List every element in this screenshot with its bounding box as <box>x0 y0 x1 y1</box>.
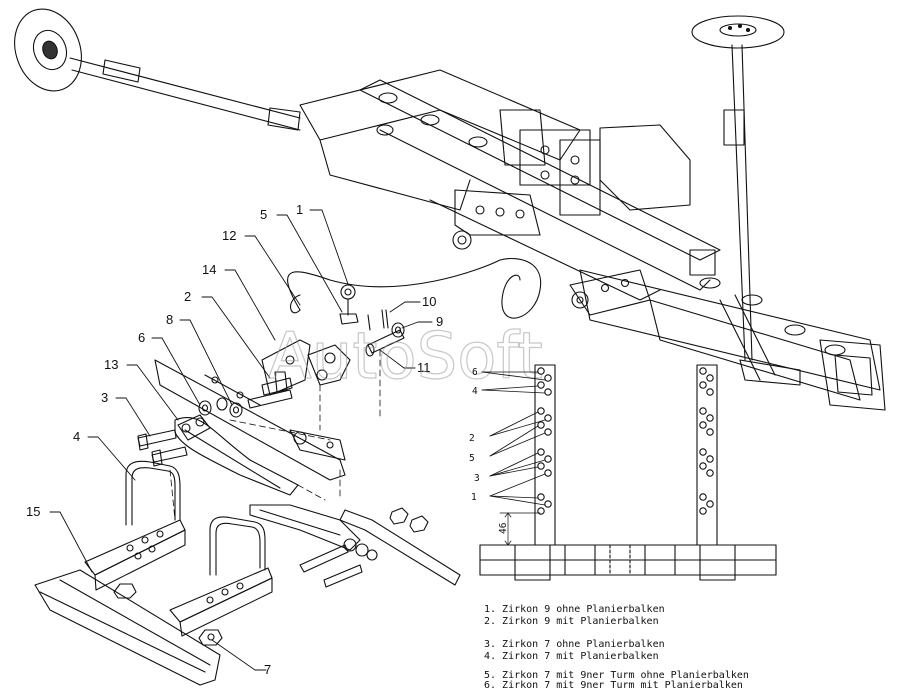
callout-4: 4 <box>73 429 80 444</box>
callout-1: 1 <box>296 202 303 217</box>
dimension-46: 46 <box>498 522 509 534</box>
legend-item-2: 2. Zirkon 9 mit Planierbalken <box>484 616 659 627</box>
callout-labels: 1 2 3 4 5 6 7 8 9 10 11 12 13 14 15 <box>26 202 443 677</box>
legend-item-3: 3. Zirkon 7 ohne Planierbalken <box>484 639 665 650</box>
assembly-guides <box>169 349 381 521</box>
marker-disc <box>691 15 785 361</box>
left-wheel-disc <box>14 8 82 92</box>
detail-label-4: 4 <box>472 386 478 397</box>
detail-label-1: 1 <box>471 492 477 503</box>
callout-leaders <box>49 209 433 671</box>
detail-label-2: 2 <box>469 433 475 444</box>
link-arms <box>137 359 346 496</box>
callout-8: 8 <box>166 312 173 327</box>
callout-11: 11 <box>417 360 431 375</box>
cable <box>287 257 542 319</box>
detail-label-5: 5 <box>469 453 475 464</box>
callout-10: 10 <box>422 294 436 309</box>
callout-14: 14 <box>202 262 216 277</box>
lower-assembly <box>34 460 461 686</box>
callout-7: 7 <box>264 662 271 677</box>
callout-5: 5 <box>260 207 267 222</box>
detail-label-6: 6 <box>472 367 478 378</box>
legend-item-4: 4. Zirkon 7 mit Planierbalken <box>484 651 659 662</box>
callout-12: 12 <box>222 228 236 243</box>
callout-15: 15 <box>26 504 40 519</box>
legend-item-1: 1. Zirkon 9 ohne Planierbalken <box>484 604 665 615</box>
legend-item-6: 6. Zirkon 7 mit 9ner Turm mit Planierbal… <box>484 680 743 691</box>
machine-frame <box>14 8 886 411</box>
watermark: AutoSoft <box>268 320 543 394</box>
mounting-detail: 6 4 2 5 3 1 46 <box>469 364 777 581</box>
callout-2: 2 <box>184 289 191 304</box>
callout-13: 13 <box>104 357 118 372</box>
callout-6: 6 <box>138 330 145 345</box>
bracket-assembly <box>261 284 405 396</box>
legend-item-5: 5. Zirkon 7 mit 9ner Turm ohne Planierba… <box>484 670 749 681</box>
detail-label-3: 3 <box>474 473 480 484</box>
callout-3: 3 <box>101 390 108 405</box>
callout-9: 9 <box>436 314 443 329</box>
